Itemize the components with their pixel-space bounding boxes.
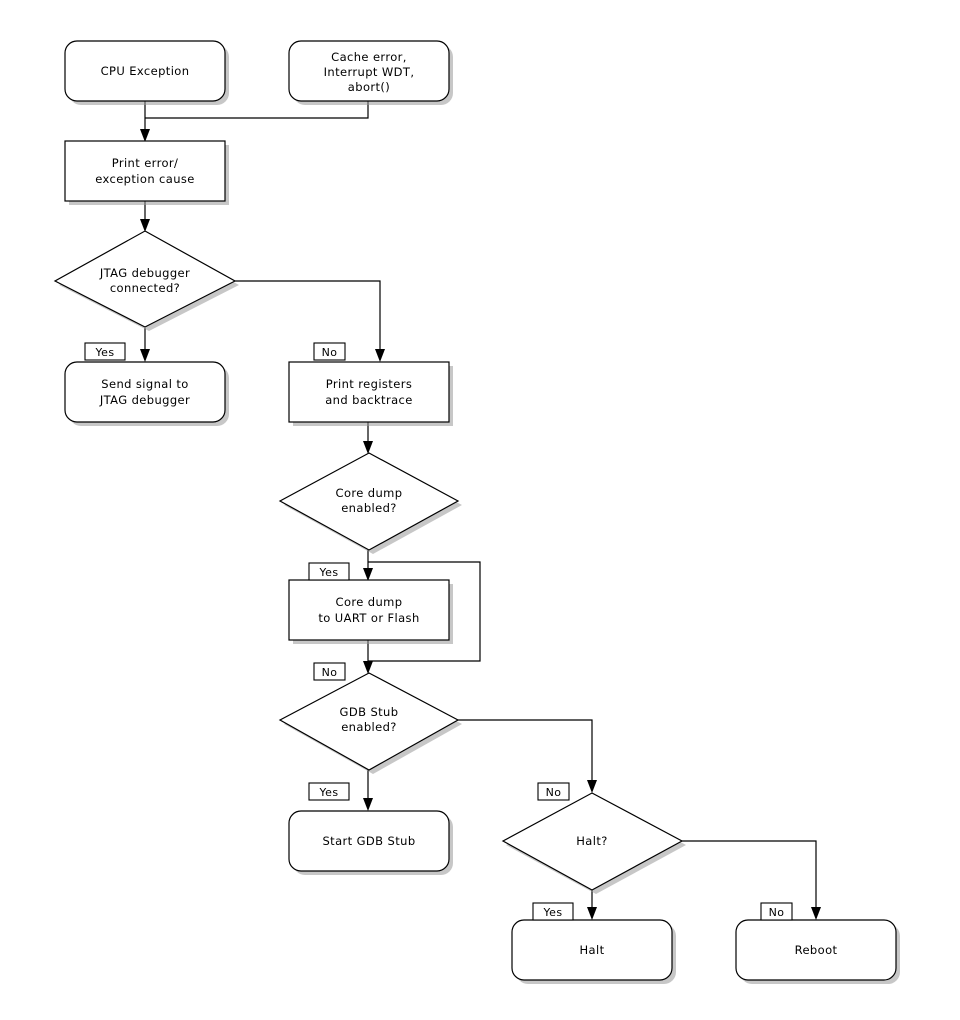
edge-label-halt-yes-text: Yes: [543, 906, 563, 919]
edge-gdb-yes-to-start-gdb-stub: [363, 770, 373, 811]
edge-label-jtag-no: No: [313, 342, 346, 361]
edge-cache-error-to-print-error: [145, 100, 369, 119]
node-cpu-exception[interactable]: CPU Exception: [64, 40, 229, 105]
node-start-gdb-stub-label: Start GDB Stub: [322, 834, 415, 848]
node-gdb-stub-decision-line1: GDB Stub: [340, 705, 399, 719]
edge-halt-yes-to-halt-action: [587, 890, 597, 920]
node-gdb-stub-decision-line2: enabled?: [341, 720, 397, 734]
edge-gdb-no-to-halt-decision: [458, 719, 597, 793]
edge-label-halt-no: No: [760, 902, 793, 921]
node-print-error-line1: Print error/: [112, 156, 179, 170]
edge-core-dump-action-to-gdb-decision: [363, 640, 373, 674]
node-halt-action-label: Halt: [580, 943, 605, 957]
edge-label-jtag-yes: Yes: [84, 342, 126, 361]
edge-label-halt-no-text: No: [769, 906, 785, 919]
node-core-dump-decision-line1: Core dump: [336, 486, 403, 500]
edge-core-dump-no-bypass: [368, 561, 481, 662]
edge-label-core-dump-yes: Yes: [308, 562, 350, 581]
edge-label-core-dump-no-text: No: [322, 666, 338, 679]
node-core-dump-decision-line2: enabled?: [341, 501, 397, 515]
node-cache-error-line1: Cache error,: [331, 50, 407, 64]
node-print-registers-line1: Print registers: [326, 377, 412, 391]
node-cpu-exception-label: CPU Exception: [101, 64, 190, 78]
edge-label-halt-yes: Yes: [532, 902, 574, 921]
edge-jtag-yes-to-send-signal: [140, 328, 150, 362]
edge-label-gdb-yes: Yes: [308, 782, 350, 801]
edge-label-jtag-no-text: No: [322, 346, 338, 359]
node-halt-action[interactable]: Halt: [511, 919, 676, 984]
node-reboot-action-label: Reboot: [795, 943, 838, 957]
node-send-signal-line1: Send signal to: [101, 377, 188, 391]
node-core-dump-decision[interactable]: Core dump enabled?: [278, 452, 462, 554]
node-jtag-decision-line1: JTAG debugger: [99, 266, 190, 280]
node-cache-error[interactable]: Cache error, Interrupt WDT, abort(): [288, 40, 453, 105]
node-jtag-decision-line2: connected?: [110, 281, 180, 295]
node-core-dump-action[interactable]: Core dump to UART or Flash: [288, 579, 453, 644]
edge-cpu-exception-to-print-error: [140, 100, 150, 142]
node-send-signal[interactable]: Send signal to JTAG debugger: [64, 361, 229, 426]
node-print-error-line2: exception cause: [95, 172, 195, 186]
edge-jtag-no-to-print-registers: [235, 280, 385, 362]
edge-halt-no-to-reboot-action: [682, 840, 821, 920]
edge-label-gdb-yes-text: Yes: [319, 786, 339, 799]
node-jtag-decision[interactable]: JTAG debugger connected?: [53, 230, 239, 331]
node-print-registers-line2: and backtrace: [325, 393, 413, 407]
edge-core-dump-yes-to-core-dump-action: [363, 550, 373, 581]
edge-label-gdb-no: No: [537, 782, 570, 801]
node-halt-decision-label: Halt?: [576, 834, 608, 848]
node-core-dump-action-line1: Core dump: [336, 595, 403, 609]
node-reboot-action[interactable]: Reboot: [735, 919, 900, 984]
edge-label-core-dump-no: No: [313, 662, 346, 681]
node-start-gdb-stub[interactable]: Start GDB Stub: [288, 810, 453, 875]
node-print-error[interactable]: Print error/ exception cause: [64, 140, 229, 205]
node-send-signal-line2: JTAG debugger: [99, 393, 190, 407]
node-cache-error-line3: abort(): [348, 80, 390, 94]
node-cache-error-line2: Interrupt WDT,: [324, 65, 415, 79]
edge-label-jtag-yes-text: Yes: [95, 346, 115, 359]
node-halt-decision[interactable]: Halt?: [501, 792, 686, 894]
node-print-registers[interactable]: Print registers and backtrace: [288, 361, 453, 426]
node-core-dump-action-line2: to UART or Flash: [318, 611, 419, 625]
edge-label-core-dump-yes-text: Yes: [319, 566, 339, 579]
node-gdb-stub-decision[interactable]: GDB Stub enabled?: [278, 672, 462, 774]
edge-label-gdb-no-text: No: [546, 786, 562, 799]
